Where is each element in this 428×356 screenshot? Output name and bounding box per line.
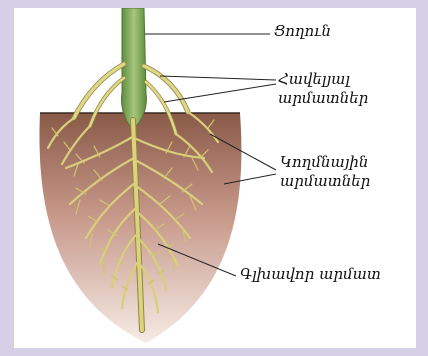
main-root-label-text: Գլխավոր արմատ — [240, 265, 381, 284]
lateral-roots-label-line-2: արմատներ — [280, 172, 370, 191]
lateral-roots-label: Կողմնային արմատներ — [280, 153, 370, 191]
stem-label-text: Ցողուն — [274, 22, 331, 41]
adventitious-roots-label-line-2: արմատներ — [278, 89, 368, 108]
lateral-roots-label-line-1: Կողմնային — [280, 153, 370, 172]
main-root-label: Գլխավոր արմատ — [240, 265, 381, 284]
adventitious-roots-label-line-1: Հավելյալ — [278, 70, 368, 89]
leader-adventitious-1 — [160, 76, 276, 80]
adventitious-roots-label: Հավելյալ արմատներ — [278, 70, 368, 108]
leader-adventitious-2 — [164, 84, 276, 102]
diagram-frame: Ցողուն Հավելյալ արմատներ Կողմնային արմատ… — [14, 8, 416, 348]
stem-label: Ցողուն — [274, 22, 331, 41]
